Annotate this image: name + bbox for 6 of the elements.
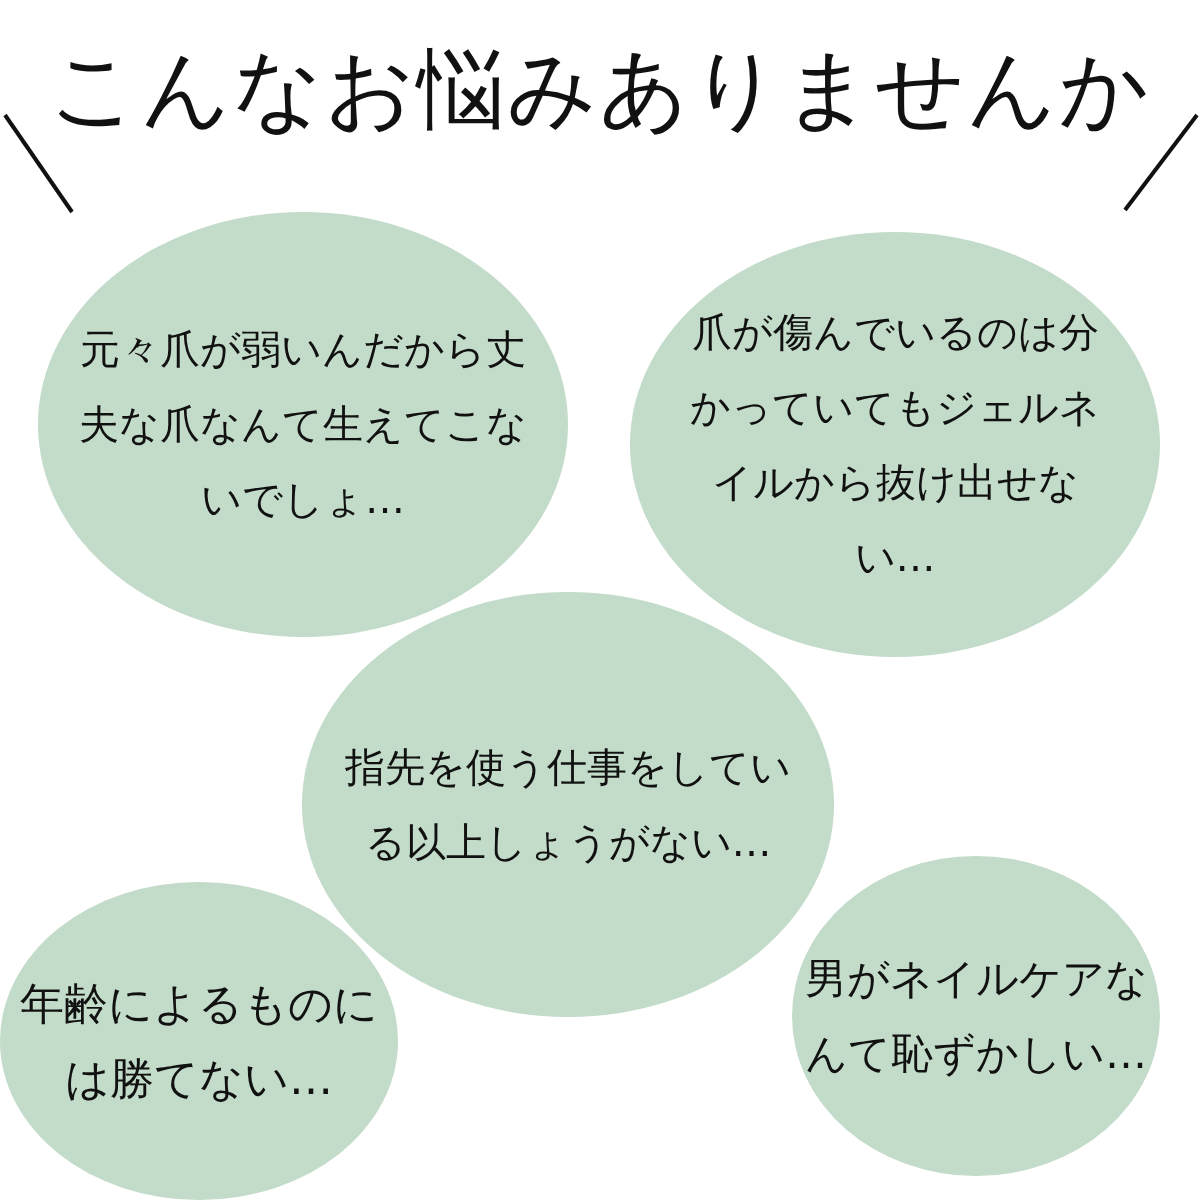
title: こんなお悩みありませんか <box>48 36 1152 142</box>
worry-text: 爪が傷んでいるのは分かっていてもジェルネイルから抜け出せない… <box>689 307 1101 582</box>
worry-text: 指先を使う仕事をしている以上しょうがない… <box>344 742 792 867</box>
worry-text: 元々爪が弱いんだから丈夫な爪なんて生えてこないでしょ… <box>78 325 528 524</box>
worry-text: 男がネイルケアなんて恥ずかしい… <box>803 953 1149 1080</box>
worry-text: 年齢によるものには勝てない… <box>19 977 379 1106</box>
